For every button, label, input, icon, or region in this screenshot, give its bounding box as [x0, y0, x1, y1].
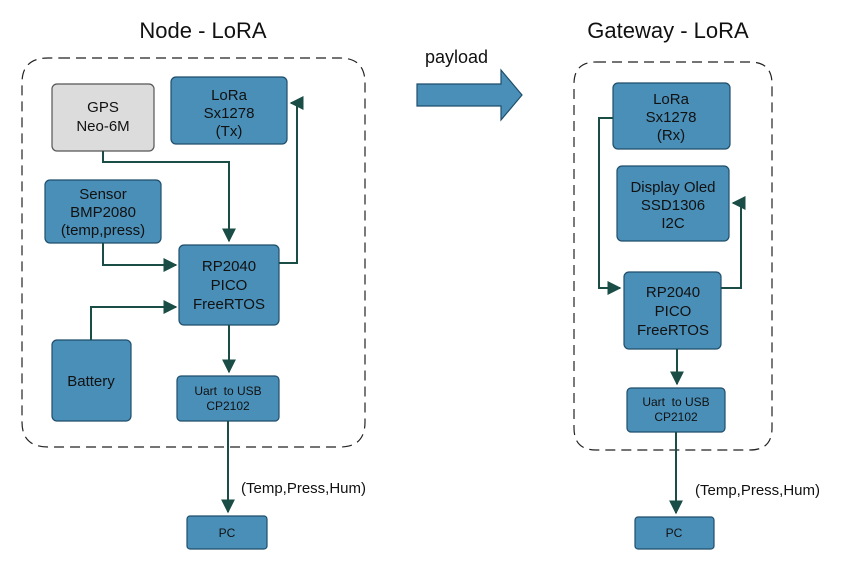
node-uart-module: Uart to USB CP2102	[176, 375, 280, 422]
node-mcu-module: RP2040 PICO FreeRTOS	[178, 244, 280, 326]
node-pc-label: PC	[219, 526, 236, 540]
gateway-frame	[573, 61, 773, 451]
battery-module: Battery	[51, 339, 132, 422]
gps-label-line2: Neo-6M	[76, 118, 129, 135]
node-lora-line2: Sx1278	[204, 105, 255, 122]
gateway-mcu-module: RP2040 PICO FreeRTOS	[623, 271, 722, 350]
node-mcu-line1: RP2040	[202, 258, 256, 275]
gateway-lora-module: LoRa Sx1278 (Rx)	[612, 82, 731, 150]
gateway-lora-line2: Sx1278	[646, 109, 697, 126]
display-line3: I2C	[661, 215, 685, 232]
gateway-uart-line2: CP2102	[654, 410, 698, 424]
node-lora-module: LoRa Sx1278 (Tx)	[170, 76, 288, 145]
payload-arrow	[416, 68, 523, 122]
wire-gps-to-mcu	[102, 151, 236, 243]
gateway-lora-line3: (Rx)	[657, 127, 685, 144]
wire-mcu-to-lora	[279, 96, 304, 264]
gateway-pc-label: PC	[666, 526, 683, 540]
node-lora-line1: LoRa	[211, 87, 248, 104]
node-mcu-line3: FreeRTOS	[193, 296, 265, 313]
display-line2: SSD1306	[641, 197, 705, 214]
sensor-line2: BMP2080	[70, 204, 136, 221]
node-lora-line3: (Tx)	[216, 123, 243, 140]
gateway-mcu-line1: RP2040	[646, 284, 700, 301]
gps-module: GPS Neo-6M	[51, 83, 155, 152]
node-title: Node - LoRA	[139, 18, 267, 43]
display-line1: Display Oled	[630, 179, 715, 196]
sensor-line1: Sensor	[79, 186, 127, 203]
sensor-module: Sensor BMP2080 (temp,press)	[44, 179, 162, 244]
gateway-title: Gateway - LoRA	[587, 18, 749, 43]
battery-label: Battery	[67, 373, 115, 390]
node-output-label: (Temp,Press,Hum)	[241, 480, 366, 497]
wire-lora-to-gateway-mcu	[598, 117, 622, 295]
gateway-uart-line1: Uart to USB	[642, 395, 709, 409]
gateway-uart-module: Uart to USB CP2102	[626, 387, 726, 433]
payload-label: payload	[425, 47, 488, 67]
wire-gateway-mcu-to-display	[721, 196, 746, 289]
sensor-line3: (temp,press)	[61, 222, 145, 239]
node-uart-line1: Uart to USB	[194, 384, 261, 398]
gateway-mcu-line2: PICO	[655, 303, 692, 320]
gateway-mcu-line3: FreeRTOS	[637, 322, 709, 339]
node-pc: PC	[186, 515, 268, 550]
gateway-pc: PC	[634, 516, 715, 550]
gateway-output-label: (Temp,Press,Hum)	[695, 482, 820, 499]
node-frame	[21, 57, 366, 448]
wire-sensor-to-mcu	[102, 243, 178, 272]
gateway-lora-line1: LoRa	[653, 91, 690, 108]
node-uart-line2: CP2102	[206, 399, 250, 413]
wire-battery-to-mcu	[90, 300, 178, 340]
node-mcu-line2: PICO	[211, 277, 248, 294]
display-module: Display Oled SSD1306 I2C	[616, 165, 730, 242]
gps-label-line1: GPS	[87, 99, 119, 116]
